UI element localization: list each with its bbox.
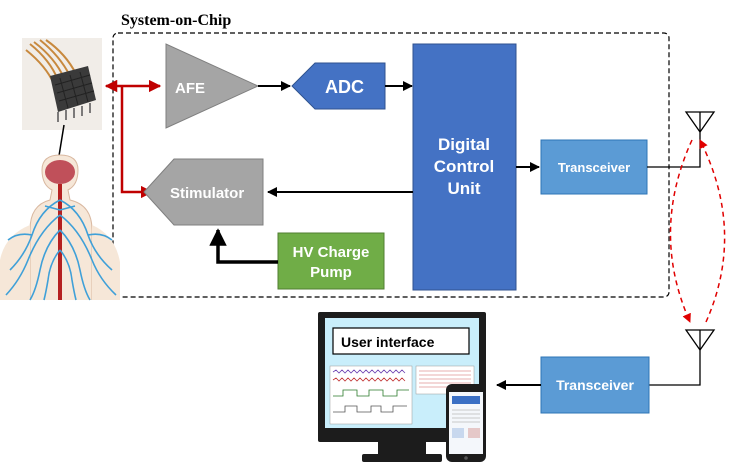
- dcu-label-line3: Unit: [447, 179, 480, 198]
- antenna-icon: [684, 329, 716, 352]
- soc-title: System-on-Chip: [121, 12, 231, 29]
- user-interface-label: User interface: [341, 334, 435, 350]
- antenna-icon: [684, 111, 716, 134]
- stimulator-block: [143, 158, 264, 226]
- hv-label-line2: Pump: [310, 264, 352, 281]
- stimulator-label: Stimulator: [170, 185, 244, 202]
- soc-boundary: [112, 32, 670, 298]
- dcu-label-line1: Digital: [438, 135, 490, 154]
- waveform-panel: [329, 365, 413, 425]
- transceiver-bottom: [540, 356, 650, 414]
- neural-probe-array-icon: [22, 38, 102, 130]
- adc-label: ADC: [325, 77, 364, 97]
- transceiver-top: [540, 139, 648, 195]
- digital-control-unit: [412, 43, 517, 291]
- user-interface-label-box: [332, 327, 470, 355]
- wireless-link-right: [699, 139, 726, 323]
- hv-label-line1: HV Charge: [293, 244, 370, 261]
- afe-block: [165, 43, 260, 129]
- human-nervous-system-icon: [0, 154, 120, 301]
- afe-label: AFE: [175, 80, 205, 97]
- transceiver-bottom-label: Transceiver: [556, 377, 634, 393]
- wireless-link-left: [669, 139, 693, 323]
- dcu-label-line2: Control: [434, 157, 494, 176]
- smartphone-icon: [446, 384, 486, 462]
- hv-charge-pump: [277, 232, 385, 290]
- transceiver-top-label: Transceiver: [558, 160, 630, 175]
